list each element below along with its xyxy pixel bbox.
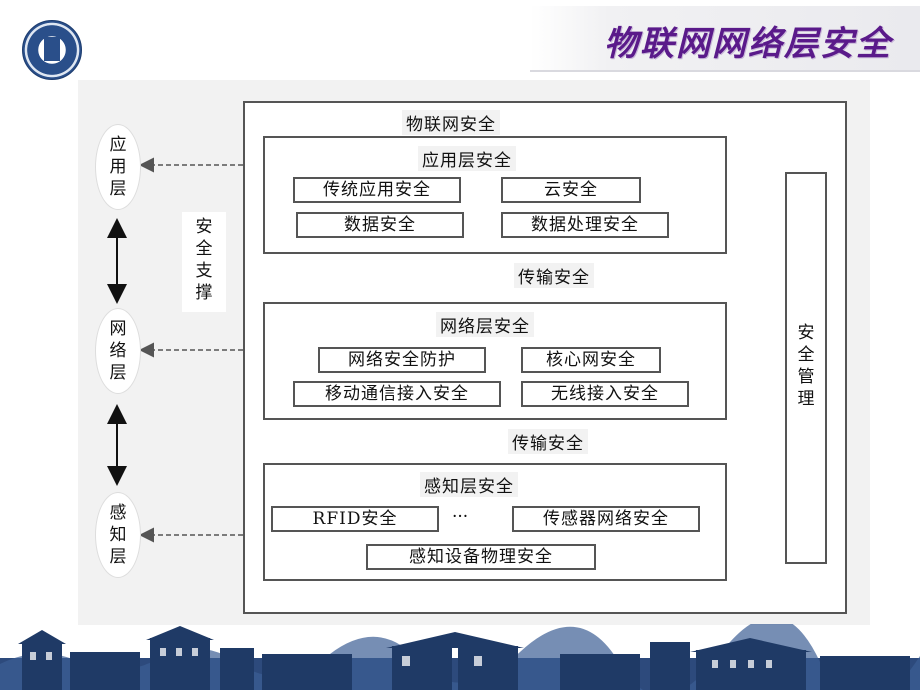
security-support-bg bbox=[182, 212, 226, 312]
network-protection: 网络安全防护 bbox=[318, 347, 486, 373]
ellipsis: ··· bbox=[452, 507, 469, 527]
oval-network-text: 网络层 bbox=[109, 319, 127, 383]
security-management-label: 安全管理 bbox=[797, 323, 815, 409]
core-network-security: 核心网安全 bbox=[521, 347, 661, 373]
security-support-label: 安全支撑 bbox=[195, 217, 213, 303]
application-layer-title: 应用层安全 bbox=[418, 146, 516, 171]
device-physical-security: 感知设备物理安全 bbox=[366, 544, 596, 570]
perception-layer-title: 感知层安全 bbox=[420, 472, 518, 497]
rfid-security: RFID安全 bbox=[271, 506, 439, 532]
slide-title: 物联网网络层安全 bbox=[604, 24, 892, 64]
oval-perception-layer: 感知层 bbox=[95, 492, 141, 578]
iot-security-title: 物联网安全 bbox=[402, 110, 500, 135]
title-banner bbox=[530, 6, 920, 72]
network-layer-title: 网络层安全 bbox=[436, 312, 534, 337]
security-management-box bbox=[785, 172, 827, 564]
data-processing-security: 数据处理安全 bbox=[501, 212, 669, 238]
mobile-access-security: 移动通信接入安全 bbox=[293, 381, 501, 407]
cloud-security: 云安全 bbox=[501, 177, 641, 203]
traditional-app-security: 传统应用安全 bbox=[293, 177, 461, 203]
campus-skyline bbox=[0, 624, 920, 690]
data-security: 数据安全 bbox=[296, 212, 464, 238]
transport-security-label-2: 传输安全 bbox=[508, 429, 588, 454]
sensor-network-security: 传感器网络安全 bbox=[512, 506, 700, 532]
oval-application-text: 应用层 bbox=[109, 135, 127, 199]
oval-application-layer: 应用层 bbox=[95, 124, 141, 210]
oval-perception-text: 感知层 bbox=[109, 503, 127, 567]
oval-network-layer: 网络层 bbox=[95, 308, 141, 394]
university-logo bbox=[22, 20, 82, 80]
transport-security-label-1: 传输安全 bbox=[514, 263, 594, 288]
wireless-access-security: 无线接入安全 bbox=[521, 381, 689, 407]
